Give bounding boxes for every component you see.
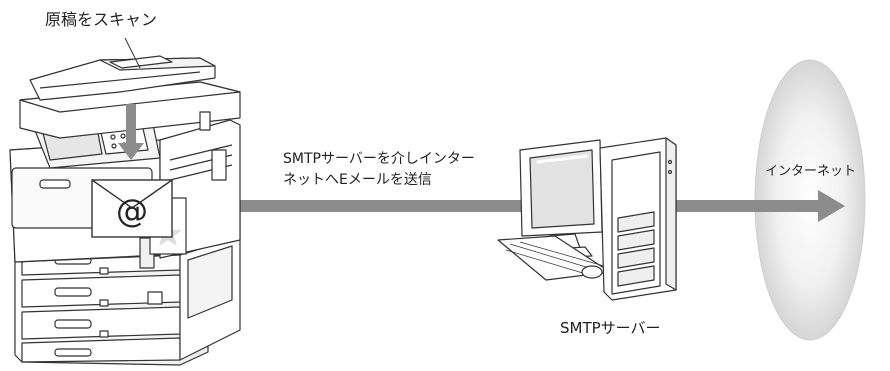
mail-icon: @ [91, 179, 173, 238]
transmission-arrow [172, 190, 845, 222]
smtp-server [497, 137, 677, 301]
at-symbol: @ [116, 192, 148, 230]
send-description-line2: ネットへEメールを送信 [283, 172, 432, 188]
send-description-line1: SMTPサーバーを介しインター [283, 151, 475, 167]
send-description: SMTPサーバーを介しインター ネットへEメールを送信 [283, 149, 475, 191]
smtp-server-label: SMTPサーバー [560, 319, 661, 337]
internet-label: インターネット [765, 164, 857, 179]
scan-label: 原稿をスキャン [45, 10, 158, 29]
scan-arrow [118, 37, 144, 160]
